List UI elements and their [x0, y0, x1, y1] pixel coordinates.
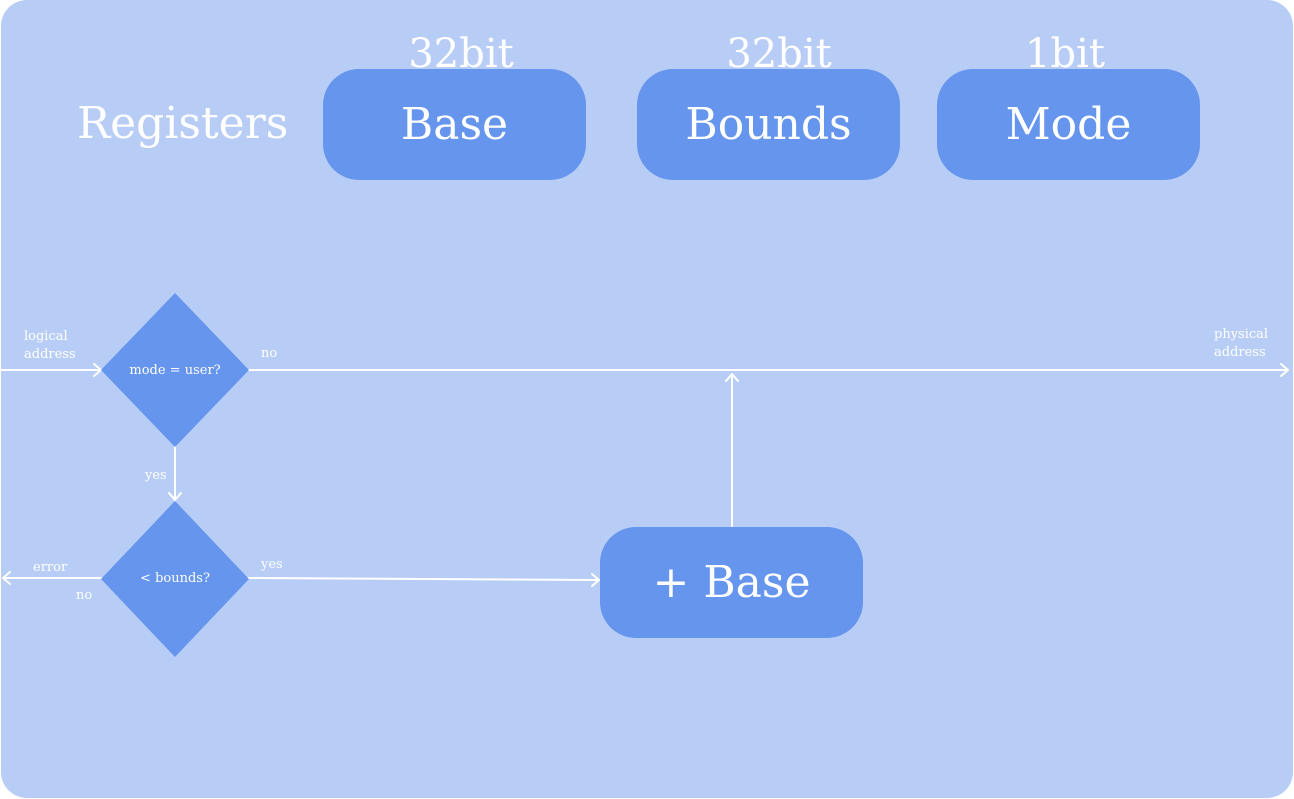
physical-label-line2: address — [1214, 345, 1266, 360]
logical-label-line1: logical — [24, 329, 68, 344]
register-base: Base — [323, 69, 586, 180]
decision-bounds: < bounds? — [101, 501, 249, 657]
mode-yes-label: yes — [145, 468, 167, 483]
output-arrow-head — [1280, 363, 1289, 377]
decision-mode-user: mode = user? — [101, 293, 249, 447]
base-up-head — [725, 373, 739, 382]
logical-label-line2: address — [24, 347, 76, 362]
physical-label-line1: physical — [1214, 327, 1269, 342]
bounds-yes-head — [591, 573, 600, 587]
decision-mode-user-label: mode = user? — [129, 362, 221, 378]
register-base-bits: 32bit — [408, 31, 514, 77]
register-bounds-bits: 32bit — [726, 31, 832, 77]
decision-bounds-label: < bounds? — [140, 570, 210, 586]
bounds-no-label: no — [76, 588, 93, 603]
add-base-box: + Base — [600, 527, 863, 638]
registers-title: Registers — [77, 98, 289, 149]
register-mode-bits: 1bit — [1025, 31, 1105, 77]
error-arrow-head — [2, 571, 11, 585]
bounds-yes-label: yes — [261, 557, 283, 572]
register-mode: Mode — [937, 69, 1200, 180]
yes-arrow-head — [168, 492, 182, 501]
mode-no-label: no — [261, 346, 278, 361]
register-bounds: Bounds — [637, 69, 900, 180]
error-label: error — [33, 560, 68, 575]
bounds-yes-line — [246, 577, 600, 581]
